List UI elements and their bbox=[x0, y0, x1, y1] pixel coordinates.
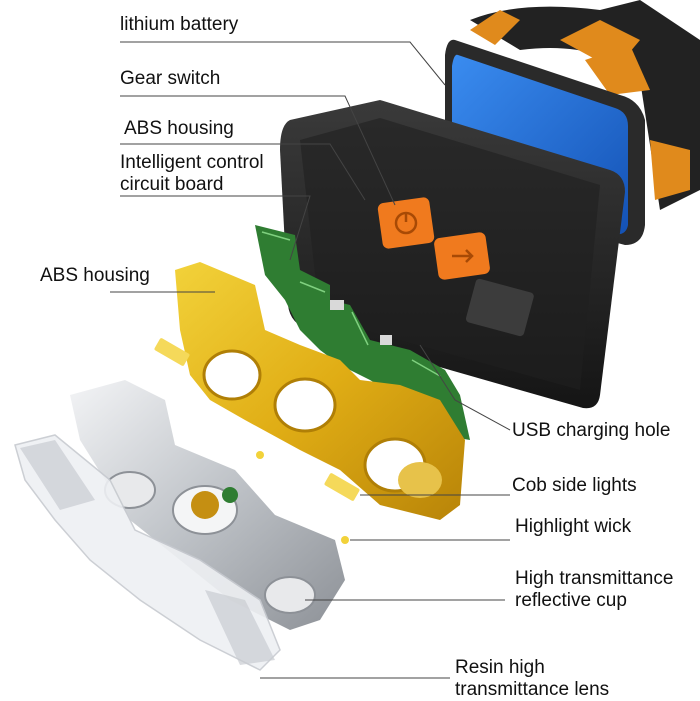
label-circuit-board-line1: Intelligent control bbox=[120, 152, 264, 173]
label-reflective-cup-line2: reflective cup bbox=[515, 590, 627, 611]
label-circuit-board: Intelligent control circuit board bbox=[120, 152, 264, 196]
gear-switch-button bbox=[377, 197, 435, 249]
head-strap bbox=[470, 0, 700, 210]
leader-lines bbox=[110, 41, 511, 679]
leader-usb-hole bbox=[419, 344, 511, 431]
usb-port-cover bbox=[434, 232, 490, 280]
label-lithium-battery: lithium battery bbox=[120, 14, 239, 35]
label-usb-charging-hole: USB charging hole bbox=[512, 420, 671, 441]
label-highlight-wick: Highlight wick bbox=[515, 516, 632, 537]
transmittance-lens bbox=[14, 434, 281, 671]
label-reflective-cup: High transmittance reflective cup bbox=[515, 568, 673, 612]
label-circuit-board-line2: circuit board bbox=[120, 174, 224, 195]
label-lens: Resin high transmittance lens bbox=[455, 657, 609, 701]
label-abs-housing-top: ABS housing bbox=[124, 118, 234, 139]
label-lens-line1: Resin high bbox=[455, 657, 545, 678]
intelligent-control-circuit-board bbox=[255, 225, 470, 440]
front-abs-housing-frame bbox=[175, 262, 465, 520]
reflective-cup-assembly bbox=[70, 380, 345, 630]
label-gear-switch: Gear switch bbox=[120, 68, 221, 89]
leader-gear-switch bbox=[120, 95, 396, 206]
cob-side-lights bbox=[154, 338, 360, 544]
label-reflective-cup-line1: High transmittance bbox=[515, 568, 674, 589]
label-abs-housing-left: ABS housing bbox=[40, 265, 150, 286]
label-lens-line2: transmittance lens bbox=[455, 679, 610, 700]
leader-abs-housing-top bbox=[120, 143, 366, 201]
leader-circuit-board bbox=[120, 195, 311, 261]
label-cob-side-lights: Cob side lights bbox=[512, 475, 637, 496]
leader-lithium-battery bbox=[120, 41, 446, 86]
